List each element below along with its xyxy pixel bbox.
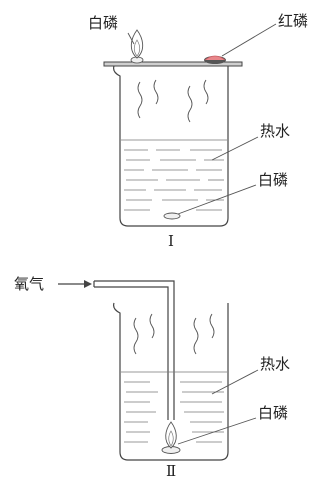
steam-1 [137, 79, 209, 123]
red-phosphorus-icon [204, 55, 226, 64]
copper-plate [103, 61, 243, 67]
hot-water-1 [121, 139, 227, 211]
figure-1: 白磷 红磷 热水 白磷 Ⅰ [88, 12, 308, 250]
figure-number-2: Ⅱ [166, 462, 176, 480]
leader-white-phosphorus-top [127, 32, 135, 45]
label-white-phosphorus-water-2: 白磷 [258, 404, 288, 422]
leader-hot-water-1 [211, 136, 259, 161]
leader-red-phosphorus [221, 23, 277, 57]
label-hot-water-2: 热水 [260, 355, 290, 373]
hot-water-2 [121, 371, 227, 443]
oxygen-tube [93, 280, 175, 420]
label-red-phosphorus: 红磷 [278, 12, 308, 30]
underwater-flame-icon [161, 421, 181, 454]
figure-number-1: Ⅰ [168, 232, 174, 250]
figure-2: 氧气 热水 白磷 Ⅱ [14, 275, 290, 480]
leader-white-phosphorus-water-1 [177, 184, 257, 215]
beaker-1 [113, 65, 229, 227]
label-oxygen: 氧气 [14, 275, 44, 293]
leader-white-phosphorus-water-2 [177, 417, 257, 445]
beaker-2 [113, 302, 229, 461]
burning-white-phosphorus-icon [130, 29, 144, 64]
oxygen-arrow-icon [58, 280, 92, 288]
leader-hot-water-2 [211, 369, 259, 395]
label-white-phosphorus-top: 白磷 [88, 14, 118, 32]
steam-2 [133, 313, 215, 355]
underwater-white-phosphorus-icon [163, 212, 181, 220]
label-hot-water-1: 热水 [260, 122, 290, 140]
label-white-phosphorus-water-1: 白磷 [258, 171, 288, 189]
